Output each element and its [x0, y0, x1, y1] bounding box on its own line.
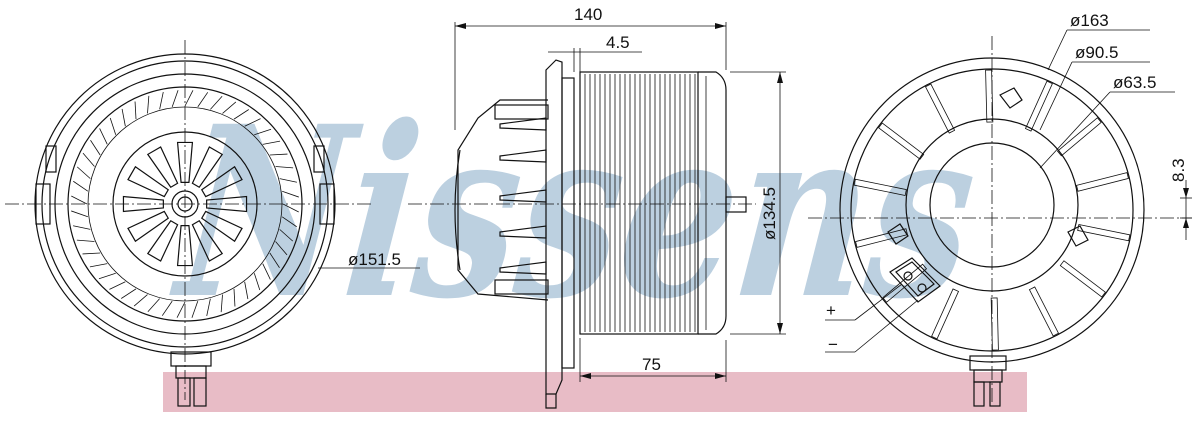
impeller-blade: [244, 281, 249, 300]
motor-rib: [924, 83, 956, 134]
motor-rib: [1059, 260, 1106, 298]
hub-spoke: [200, 210, 243, 243]
impeller-blade: [222, 101, 237, 114]
impeller-blade: [279, 229, 294, 242]
impeller-blade: [262, 140, 281, 145]
body-diameter-label: ø134.5: [760, 187, 779, 240]
impeller-blade: [269, 153, 288, 156]
motor-rib: [1024, 80, 1053, 132]
impeller-blade: [281, 216, 297, 228]
hub-spoke: [127, 165, 170, 198]
color-band: [163, 372, 1027, 412]
impeller-blade: [254, 128, 272, 136]
impeller-blade: [191, 301, 199, 318]
wheel-width-label: 75: [642, 355, 661, 374]
rear-view-motor: [808, 29, 1192, 407]
impeller-blade: [161, 300, 173, 316]
hub-spoke: [176, 225, 194, 267]
impeller-blade: [121, 108, 126, 127]
impeller-blade: [133, 294, 148, 307]
impeller-blade: [176, 301, 186, 318]
hub-diameter-label: ø90.5: [1075, 43, 1118, 62]
front-view-impeller: [5, 40, 420, 407]
hub-spoke: [191, 219, 224, 262]
hub-spoke: [146, 146, 179, 189]
impeller-blade: [269, 252, 280, 268]
impeller-blade: [197, 92, 209, 108]
positive-terminal-label: +: [826, 301, 836, 320]
hub-spoke: [176, 141, 194, 183]
motor-rib: [882, 263, 928, 303]
motor-rib: [1077, 224, 1131, 242]
impeller-blade: [210, 95, 223, 110]
motor-rib: [1076, 172, 1129, 192]
inner-diameter-label: ø63.5: [1113, 73, 1156, 92]
impeller-blade: [90, 140, 101, 156]
hub-spoke: [206, 195, 248, 213]
motor-rib: [853, 178, 907, 196]
negative-terminal-label: −: [828, 335, 838, 354]
impeller-blade: [82, 252, 101, 255]
impeller-blade: [233, 288, 236, 307]
hub-spoke: [191, 146, 224, 189]
impeller-blade: [89, 263, 108, 268]
motor-rib: [1056, 117, 1102, 157]
impeller-blade: [73, 225, 91, 230]
hub-spoke: [122, 195, 164, 213]
impeller-blade: [206, 298, 211, 316]
impeller-blade: [134, 101, 137, 120]
offset-label: 8.3: [1169, 158, 1188, 182]
impeller-blade: [275, 166, 294, 169]
housing-rib: [499, 149, 547, 163]
impeller-blade: [220, 294, 223, 313]
motor-rib: [855, 228, 908, 248]
impeller-blade: [279, 178, 297, 183]
impeller-blade: [184, 90, 194, 107]
impeller-blade: [147, 298, 160, 313]
brand-watermark: Nissens: [163, 75, 987, 351]
housing-rib: [499, 189, 547, 203]
motor-rib: [1028, 286, 1060, 337]
impeller-blade: [171, 90, 179, 107]
impeller-blade: [275, 241, 288, 256]
impeller-blade: [109, 281, 126, 290]
impeller-blade: [98, 272, 116, 280]
impeller-blade: [147, 95, 150, 114]
impeller-blade: [121, 288, 137, 299]
impeller-blade: [71, 195, 88, 205]
housing-rib: [499, 225, 547, 239]
impeller-blade: [73, 180, 89, 192]
impeller-blade: [244, 118, 261, 127]
impeller-blade: [233, 109, 249, 120]
impeller-blade: [282, 203, 299, 213]
wheel-diameter-label: ø151.5: [348, 250, 401, 269]
impeller-blade: [82, 152, 95, 167]
total-width-label: 140: [574, 5, 602, 24]
hub-spoke: [200, 165, 243, 198]
impeller-blade: [109, 117, 117, 135]
motor-rib: [985, 69, 994, 123]
motor-rib: [990, 297, 999, 351]
motor-rib: [878, 122, 925, 160]
impeller-blade: [253, 273, 261, 291]
impeller-blade: [76, 239, 95, 242]
housing-rib: [499, 261, 547, 275]
impeller-blade: [99, 128, 108, 145]
motor-rib: [931, 288, 960, 340]
impeller-blade: [159, 92, 164, 110]
impeller-blade: [282, 190, 299, 198]
hub-spoke: [146, 219, 179, 262]
flange-thickness-label: 4.5: [606, 33, 630, 52]
impeller-blade: [76, 166, 91, 179]
side-view-motor: [408, 22, 786, 409]
impeller-blade: [71, 210, 88, 218]
hub-spoke: [127, 210, 170, 243]
housing-rib: [499, 117, 547, 131]
impeller-blade: [262, 263, 271, 280]
outer-diameter-label: ø163: [1070, 11, 1109, 30]
